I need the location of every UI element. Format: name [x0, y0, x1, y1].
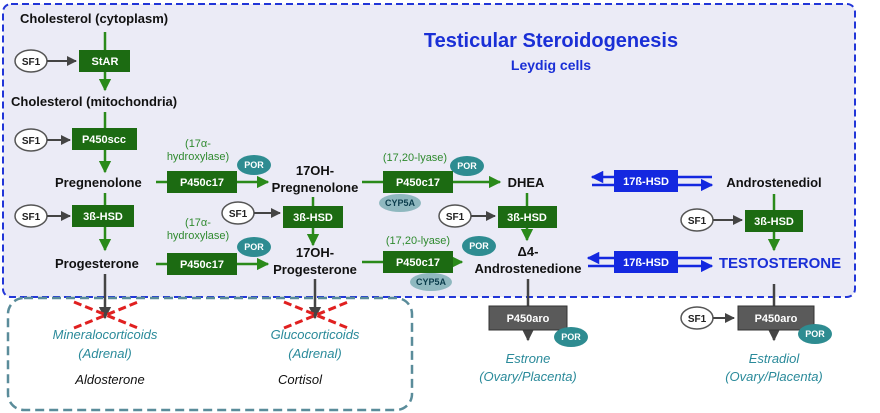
progesterone-label: Progesterone [55, 256, 139, 271]
estrone-label: Estrone [506, 351, 551, 366]
hydroxylase-note: hydroxylase) [167, 230, 229, 242]
estradiol-label: Estradiol [749, 351, 801, 366]
leydig-cell-panel [2, 3, 856, 298]
enzyme-hsd3b-label: 3ß-HSD [293, 212, 333, 224]
enzyme-p450aro-label: P450aro [755, 313, 798, 325]
glucocorticoids-label: Glucocorticoids [271, 327, 360, 342]
enzyme-hsd17b-label: 17ß-HSD [623, 257, 669, 269]
enzyme-hsd17b [614, 170, 678, 192]
enzyme-hsd3b-label: 3ß-HSD [507, 212, 547, 224]
cyp5a-label: CYP5A [385, 198, 416, 208]
enzyme-p450c17-label: P450c17 [396, 257, 440, 269]
diagram-subtitle: Leydig cells [511, 57, 591, 73]
sf1-label: SF1 [688, 216, 707, 227]
enzyme-hsd3b [745, 210, 803, 232]
por-cofactor [554, 327, 588, 347]
enzyme-hsd3b-label: 3ß-HSD [754, 216, 794, 228]
testosterone-label: TESTOSTERONE [719, 255, 841, 272]
enzyme-p450c17 [383, 171, 453, 193]
por-label: POR [469, 241, 489, 251]
cholesterol-cytoplasm-label: Cholesterol (cytoplasm) [20, 11, 168, 26]
estradiol-source-label: (Ovary/Placenta) [725, 369, 823, 384]
hydroxylase-note: (17α- [185, 138, 211, 150]
enzyme-hsd3b [283, 206, 343, 228]
enzyme-star [79, 50, 130, 72]
enzyme-hsd3b-label: 3ß-HSD [83, 211, 123, 223]
hydroxylase-note: hydroxylase) [167, 151, 229, 163]
enzyme-p450aro [737, 305, 815, 331]
sf1-label: SF1 [229, 209, 248, 220]
enzyme-star-label: StAR [92, 56, 119, 68]
cyp5a-cofactor [379, 194, 421, 212]
17oh-progesterone-label: Progesterone [273, 262, 357, 277]
por-label: POR [457, 161, 477, 171]
hydroxylase-note: (17α- [185, 217, 211, 229]
por-cofactor [450, 156, 484, 176]
androstenediol-label: Androstenediol [726, 175, 821, 190]
cyp5a-cofactor [410, 273, 452, 291]
sf1-label: SF1 [22, 212, 41, 223]
enzyme-p450scc [72, 128, 137, 150]
por-cofactor [237, 155, 271, 175]
sf1-label: SF1 [22, 136, 41, 147]
enzyme-hsd3b [72, 205, 134, 227]
enzyme-p450c17 [167, 253, 237, 275]
enzyme-p450c17-label: P450c17 [180, 259, 224, 271]
sf1-label: SF1 [446, 212, 465, 223]
cyp5a-label: CYP5A [416, 277, 447, 287]
por-cofactor [462, 236, 496, 256]
sf1-label: SF1 [688, 314, 707, 325]
por-label: POR [561, 332, 581, 342]
17oh-progesterone-label: 17OH- [296, 245, 334, 260]
glucocorticoids-source-label: (Adrenal) [288, 346, 341, 361]
enzyme-hsd17b-label: 17ß-HSD [623, 176, 669, 188]
por-cofactor [237, 237, 271, 257]
mineralocorticoids-source-label: (Adrenal) [78, 346, 131, 361]
enzyme-p450scc-label: P450scc [82, 134, 126, 146]
cholesterol-mitochondria-label: Cholesterol (mitochondria) [11, 94, 177, 109]
por-label: POR [805, 329, 825, 339]
17oh-pregnenolone-label: Pregnenolone [272, 180, 359, 195]
adrenal-box [6, 296, 414, 412]
enzyme-p450c17 [383, 251, 453, 273]
enzyme-p450aro [488, 305, 568, 331]
pregnenolone-label: Pregnenolone [55, 175, 142, 190]
lyase-note: (17,20-lyase) [383, 152, 447, 164]
androstenedione-label: Androstenedione [475, 261, 582, 276]
estrone-source-label: (Ovary/Placenta) [479, 369, 577, 384]
dhea-label: DHEA [508, 175, 545, 190]
por-cofactor [798, 324, 832, 344]
cortisol-label: Cortisol [278, 372, 323, 387]
por-label: POR [244, 242, 264, 252]
mineralocorticoids-label: Mineralocorticoids [53, 327, 158, 342]
lyase-note: (17,20-lyase) [386, 235, 450, 247]
por-label: POR [244, 160, 264, 170]
enzyme-hsd3b [498, 206, 557, 228]
enzyme-p450c17-label: P450c17 [396, 177, 440, 189]
sf1-label: SF1 [22, 57, 41, 68]
diagram-title: Testicular Steroidogenesis [424, 30, 678, 52]
enzyme-p450c17 [167, 171, 237, 193]
aldosterone-label: Aldosterone [74, 372, 144, 387]
enzyme-p450c17-label: P450c17 [180, 177, 224, 189]
enzyme-p450aro-label: P450aro [507, 313, 550, 325]
17oh-pregnenolone-label: 17OH- [296, 163, 334, 178]
enzyme-hsd17b [614, 251, 678, 273]
androstenedione-label: Δ4- [518, 244, 539, 259]
